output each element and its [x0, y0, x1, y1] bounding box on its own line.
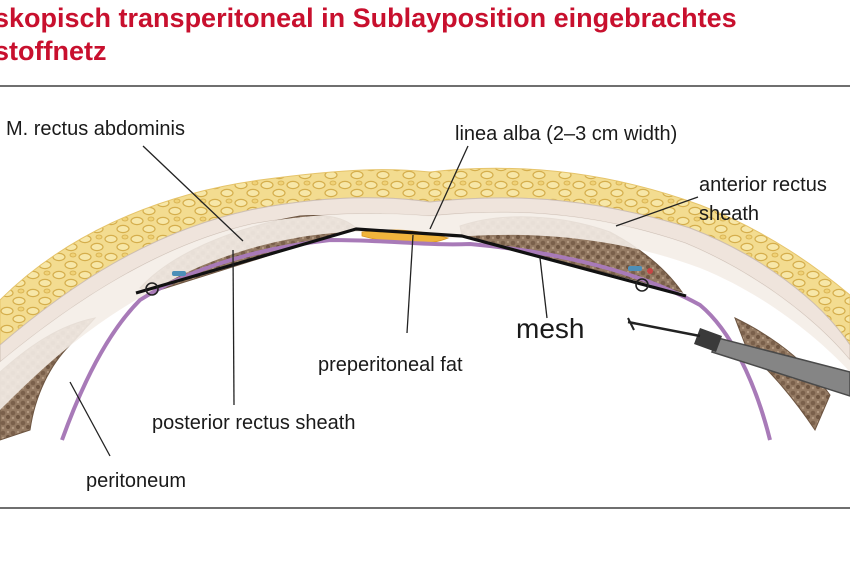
label-anterior-2: sheath	[699, 203, 759, 225]
pointer-preperitoneal	[406, 234, 414, 334]
suture-right	[635, 278, 649, 292]
vessel-left	[172, 271, 186, 276]
label-mesh: mesh	[516, 313, 584, 344]
label-peritoneum: peritoneum	[86, 470, 186, 492]
label-linea-alba: linea alba (2–3 cm width)	[455, 123, 677, 145]
pointer-linea-alba	[429, 145, 469, 230]
label-anterior-1: anterior rectus	[699, 174, 827, 196]
pointer-peritoneum	[69, 381, 111, 457]
laparoscopic-instrument	[627, 317, 850, 397]
vessel-right	[628, 266, 642, 271]
label-preperitoneal: preperitoneal fat	[318, 354, 463, 376]
pointer-rectus	[142, 145, 244, 242]
abdominal-wall-diagram: M. rectus abdominis linea alba (2–3 cm w…	[0, 118, 850, 492]
vessel-dot-right	[647, 268, 653, 274]
pointer-posterior	[232, 249, 235, 406]
label-rectus: M. rectus abdominis	[6, 118, 185, 140]
pointer-anterior-sheath	[615, 196, 699, 227]
suture-left	[145, 282, 159, 296]
label-posterior: posterior rectus sheath	[152, 412, 355, 434]
title-line-2: stoffnetz	[0, 36, 107, 66]
title-line-1: skopisch transperitoneal in Sublaypositi…	[0, 3, 737, 33]
bottom-divider	[0, 507, 850, 509]
top-divider	[0, 85, 850, 87]
pointer-mesh	[539, 257, 548, 319]
mesh	[135, 227, 687, 298]
